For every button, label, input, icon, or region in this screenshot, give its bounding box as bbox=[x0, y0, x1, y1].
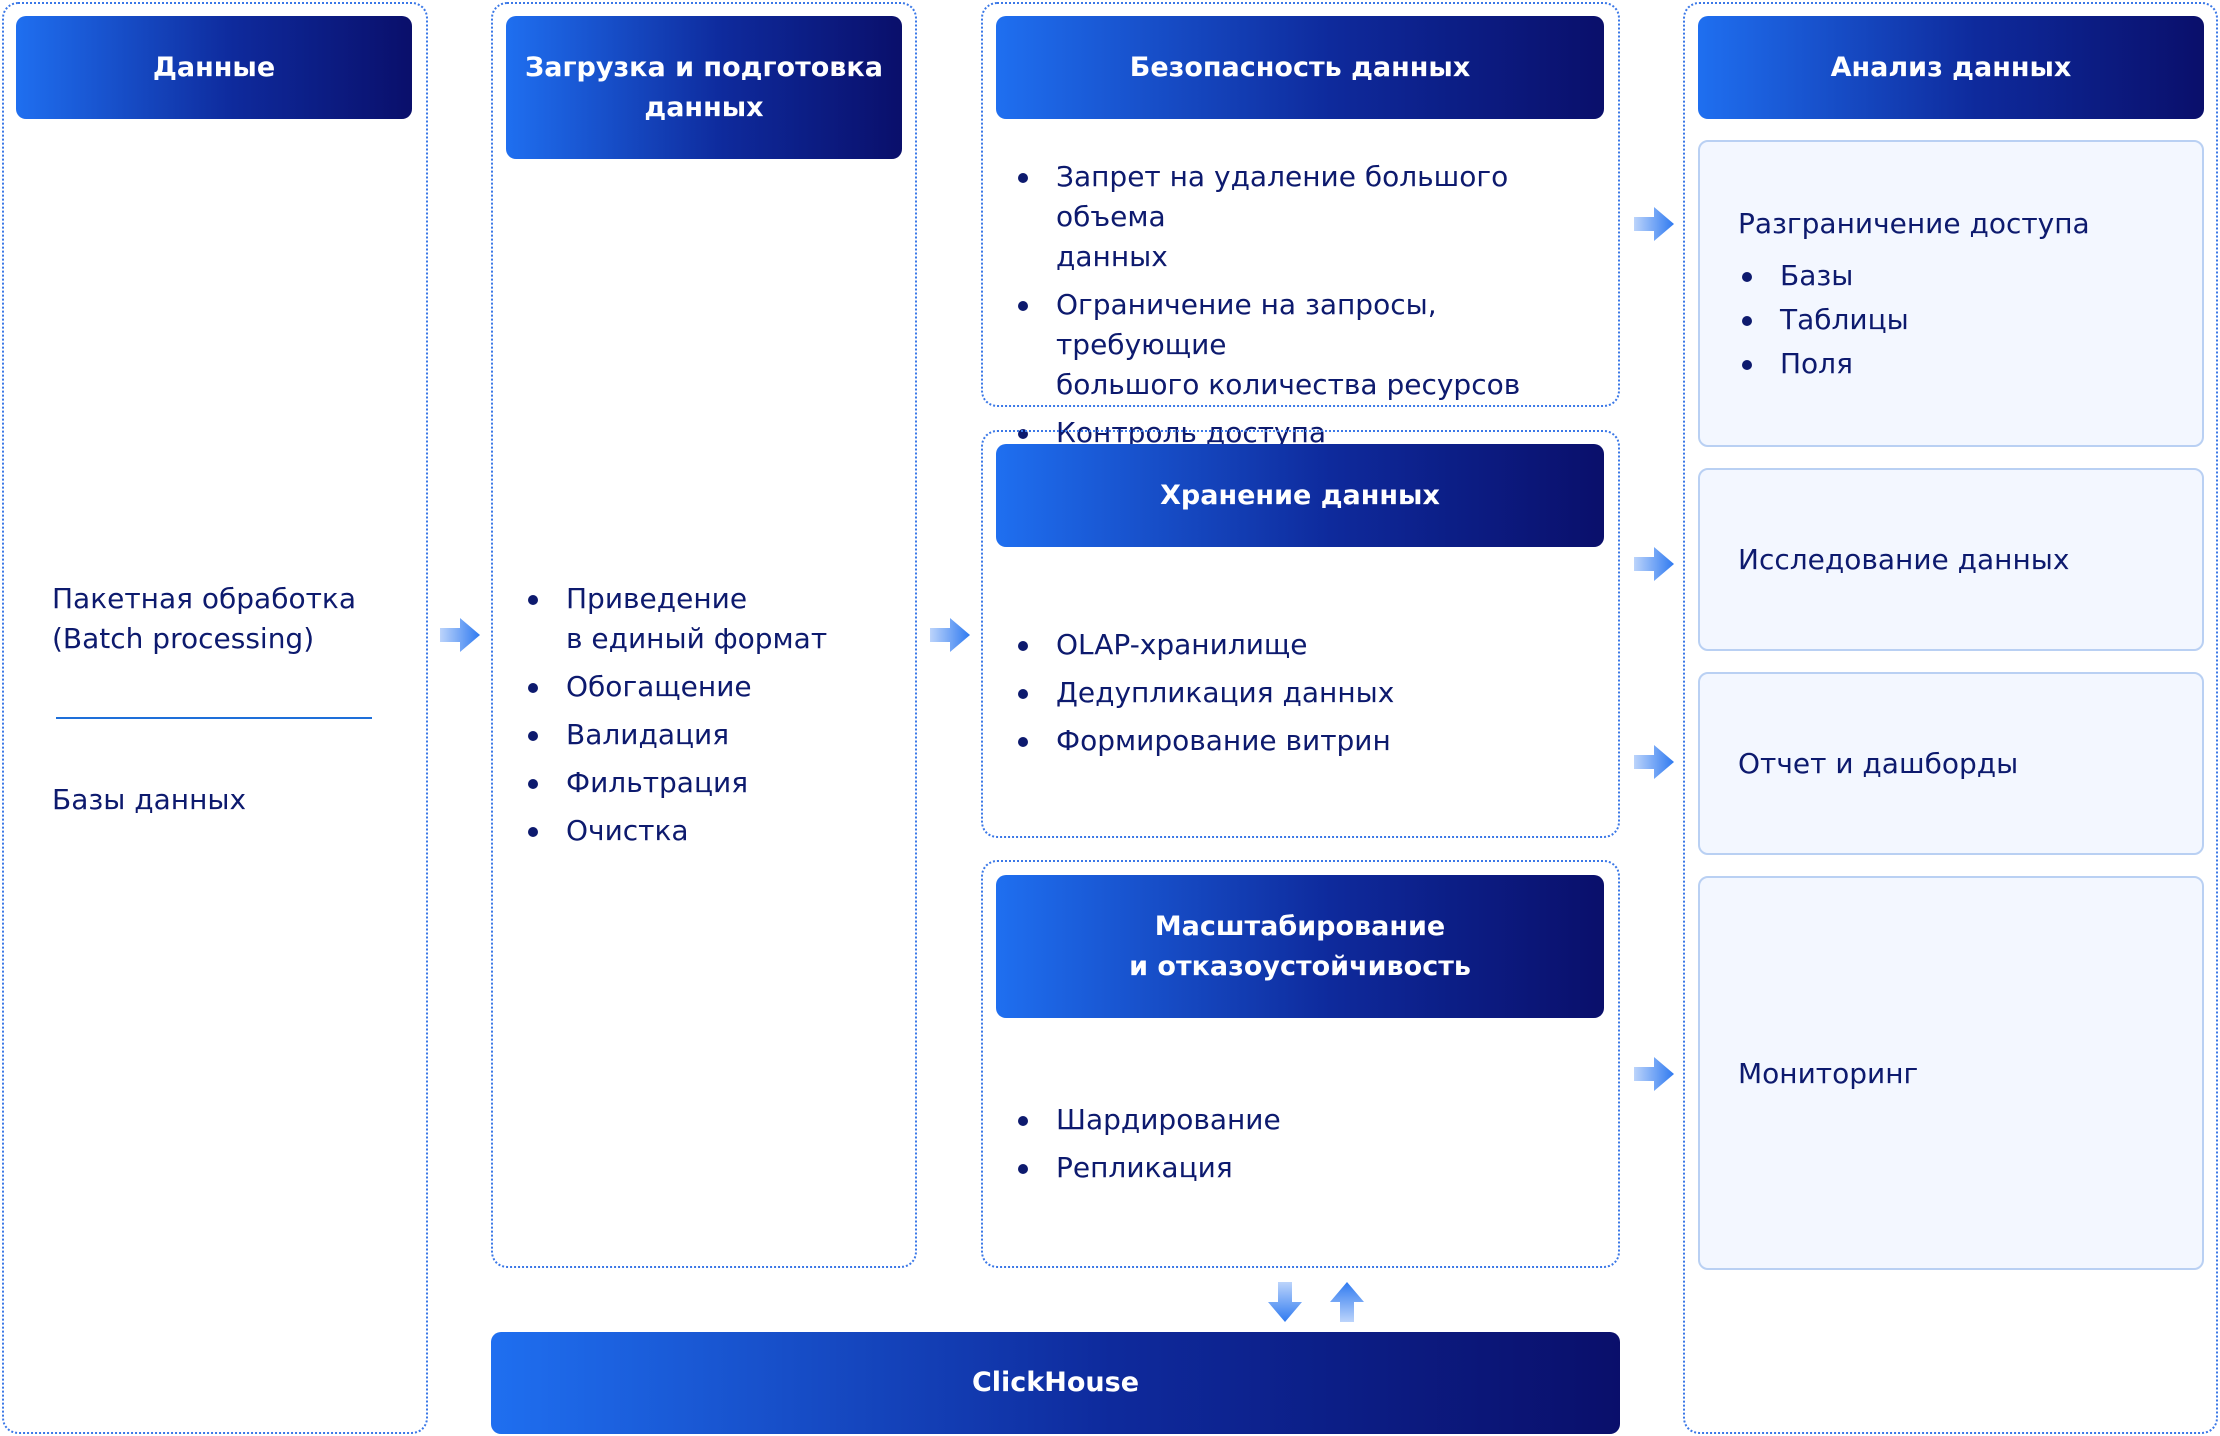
list-item: Дедупликация данных bbox=[1014, 673, 1614, 713]
arrow-right-icon bbox=[440, 618, 480, 652]
ingest-header: Загрузка и подготовка данных bbox=[506, 16, 902, 159]
list-item: Очистка bbox=[524, 811, 904, 851]
data-research-label: Исследование данных bbox=[1738, 543, 2070, 576]
ingest-column bbox=[491, 2, 917, 1268]
data-research-panel bbox=[1698, 468, 2204, 651]
arrow-right-icon bbox=[930, 618, 970, 652]
arrow-right-icon bbox=[1634, 745, 1674, 779]
list-item: Приведение в единый формат bbox=[524, 579, 904, 659]
list-item: Фильтрация bbox=[524, 763, 904, 803]
ingest-list: Приведение в единый формат Обогащение Ва… bbox=[524, 579, 904, 859]
data-sources-header: Данные bbox=[16, 16, 412, 119]
scaling-block bbox=[981, 860, 1620, 1268]
batch-processing-label: Пакетная обработка (Batch processing) bbox=[52, 582, 356, 655]
arrow-up-icon bbox=[1330, 1282, 1364, 1322]
security-list: Запрет на удаление большого объема данны… bbox=[1014, 157, 1614, 461]
clickhouse-bar: ClickHouse bbox=[491, 1332, 1620, 1434]
access-control-list: Базы Таблицы Поля bbox=[1738, 256, 2178, 388]
scaling-list: Шардирование Репликация bbox=[1014, 1100, 1614, 1196]
databases-label: Базы данных bbox=[52, 783, 247, 816]
monitoring-label: Мониторинг bbox=[1738, 1057, 1919, 1090]
access-control-panel bbox=[1698, 140, 2204, 447]
arrow-right-icon bbox=[1634, 207, 1674, 241]
access-control-title: Разграничение доступа bbox=[1738, 207, 2090, 240]
security-block bbox=[981, 2, 1620, 407]
list-item: Поля bbox=[1738, 344, 2178, 384]
analysis-column bbox=[1683, 2, 2218, 1434]
arrow-right-icon bbox=[1634, 1057, 1674, 1091]
list-item: Ограничение на запросы, требующие большо… bbox=[1014, 285, 1614, 405]
list-item: Шардирование bbox=[1014, 1100, 1614, 1140]
list-item: Обогащение bbox=[524, 667, 904, 707]
list-item: Репликация bbox=[1014, 1148, 1614, 1188]
list-item: Запрет на удаление большого объема данны… bbox=[1014, 157, 1614, 277]
scaling-header: Масштабирование и отказоустойчивость bbox=[996, 875, 1604, 1018]
list-item: Базы bbox=[1738, 256, 2178, 296]
arrow-right-icon bbox=[1634, 547, 1674, 581]
security-header: Безопасность данных bbox=[996, 16, 1604, 119]
data-sources-column bbox=[2, 2, 428, 1434]
reports-label: Отчет и дашборды bbox=[1738, 747, 2019, 780]
monitoring-panel bbox=[1698, 876, 2204, 1270]
analysis-header: Анализ данных bbox=[1698, 16, 2204, 119]
list-item: Таблицы bbox=[1738, 300, 2178, 340]
storage-list: OLAP-хранилище Дедупликация данных Форми… bbox=[1014, 625, 1614, 769]
list-item: Контроль доступа bbox=[1014, 413, 1614, 453]
arrow-down-icon bbox=[1268, 1282, 1302, 1322]
list-item: Формирование витрин bbox=[1014, 721, 1614, 761]
storage-header: Хранение данных bbox=[996, 444, 1604, 547]
reports-panel bbox=[1698, 672, 2204, 855]
list-item: OLAP-хранилище bbox=[1014, 625, 1614, 665]
list-item: Валидация bbox=[524, 715, 904, 755]
storage-block bbox=[981, 430, 1620, 838]
sources-divider bbox=[56, 717, 372, 719]
